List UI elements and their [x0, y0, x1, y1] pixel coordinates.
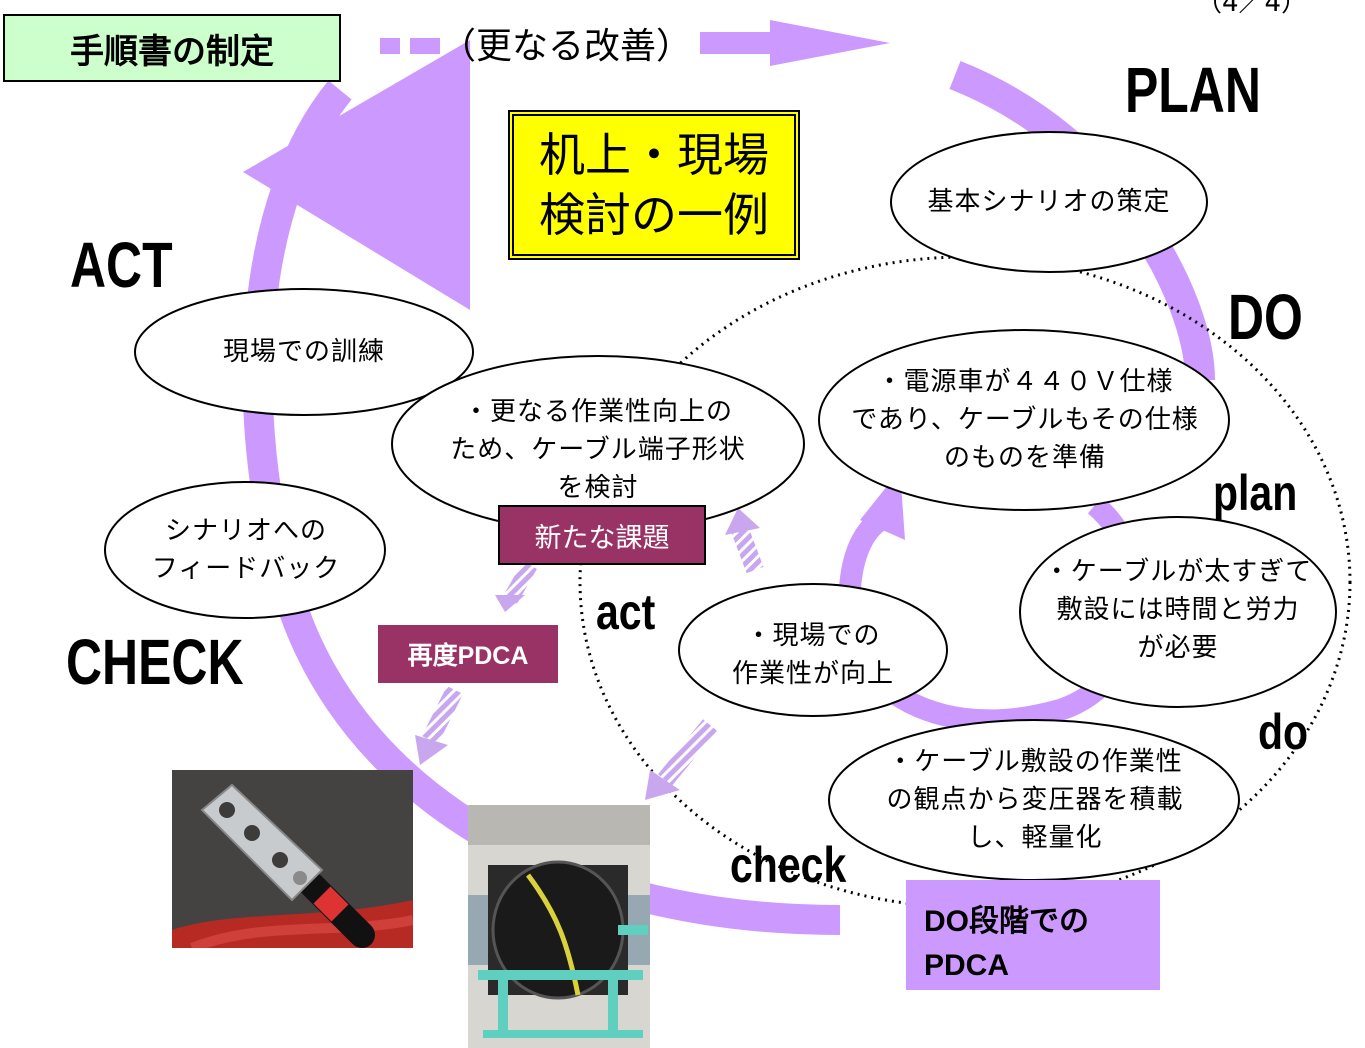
inner-check-text: ・ケーブル敷設の作業性 の観点から変圧器を積載 し、軽量化	[886, 747, 1184, 853]
procedure-label: 手順書の制定	[70, 31, 274, 72]
example-line-1: 机上・現場	[539, 128, 769, 182]
example-box: 机上・現場 検討の一例	[508, 110, 800, 260]
outer-act-text: 現場での訓練	[222, 337, 385, 367]
re-pdca-tag: 再度PDCA	[378, 625, 558, 683]
page-number: （4／4）	[1196, 0, 1308, 18]
cable-terminal-photo	[172, 770, 413, 948]
new-issue-tag: 新たな課題	[498, 505, 706, 565]
sub-phase-do-label: do	[1258, 704, 1309, 760]
phase-plan-label: PLAN	[1125, 54, 1261, 126]
phase-do-label: DO	[1228, 281, 1303, 353]
sub-phase-check-label: check	[730, 837, 847, 893]
cable-reel-photo	[468, 805, 650, 1048]
do-pdca-box: DO段階での PDCA	[906, 880, 1160, 990]
act-arrow-head	[243, 40, 470, 310]
sub-phase-act-label: act	[596, 584, 656, 640]
inner-next-text: ・更なる作業性向上の ため、ケーブル端子形状 を検討	[450, 397, 746, 503]
phase-act-label: ACT	[70, 229, 173, 301]
outer-plan-text: 基本シナリオの策定	[927, 187, 1171, 217]
phase-check-label: CHECK	[66, 626, 244, 698]
inner-do-text: ・ケーブルが太すぎて 敷設には時間と労力 が必要	[1043, 557, 1313, 663]
inner-cycle-circle	[578, 255, 1352, 909]
improvement-label: （更なる改善）	[440, 26, 693, 67]
outer-check-text: シナリオへの フィードバック	[151, 516, 341, 584]
sub-phase-plan-label: plan	[1213, 465, 1298, 521]
procedure-box: 手順書の制定	[3, 14, 341, 82]
inner-plan-text: ・電源車が４４０Ｖ仕様 であり、ケーブルもその仕様 のものを準備	[851, 367, 1199, 473]
improvement-arrow-head	[770, 20, 890, 66]
feedback-arrows	[415, 508, 764, 800]
inner-act-text: ・現場での 作業性が向上	[731, 621, 894, 689]
example-line-2: 検討の一例	[539, 188, 769, 242]
